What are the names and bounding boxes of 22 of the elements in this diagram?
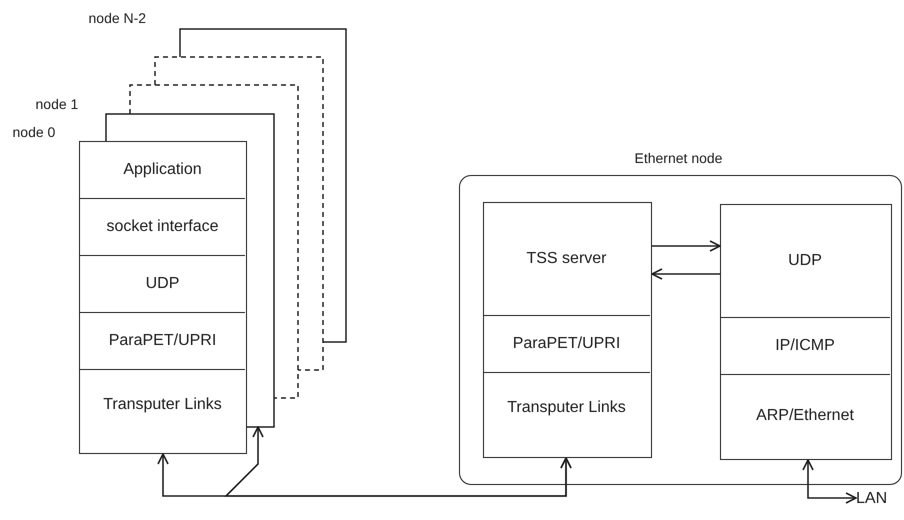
enclosure-label: Ethernet node — [634, 150, 722, 166]
layer-label: ParaPET/UPRI — [512, 335, 620, 353]
connector-arrow — [651, 268, 720, 280]
network-label: LAN — [856, 490, 900, 514]
layer-label: IP/ICMP — [775, 337, 835, 355]
protocol-stack — [720, 204, 892, 460]
node-label: node N-2 — [88, 10, 146, 26]
node-label: node 0 — [12, 124, 56, 140]
layer-label: Application — [123, 160, 202, 179]
layer-label: ARP/Ethernet — [756, 407, 854, 426]
connector-arrow — [802, 459, 857, 504]
protocol-stack — [482, 202, 652, 458]
layer-label: UDP — [146, 274, 180, 292]
layer-label: socket interface — [106, 218, 219, 236]
connector-arrow — [652, 240, 721, 252]
layer-label: Transputer Links — [103, 396, 222, 414]
layer-label: ParaPET/UPRI — [108, 332, 216, 350]
layer-label: UDP — [788, 252, 822, 270]
layer-label: Transputer Links — [507, 399, 626, 417]
connector-arrow — [224, 426, 572, 497]
layer-label: TSS server — [526, 250, 606, 268]
node-label: node 1 — [36, 96, 78, 112]
